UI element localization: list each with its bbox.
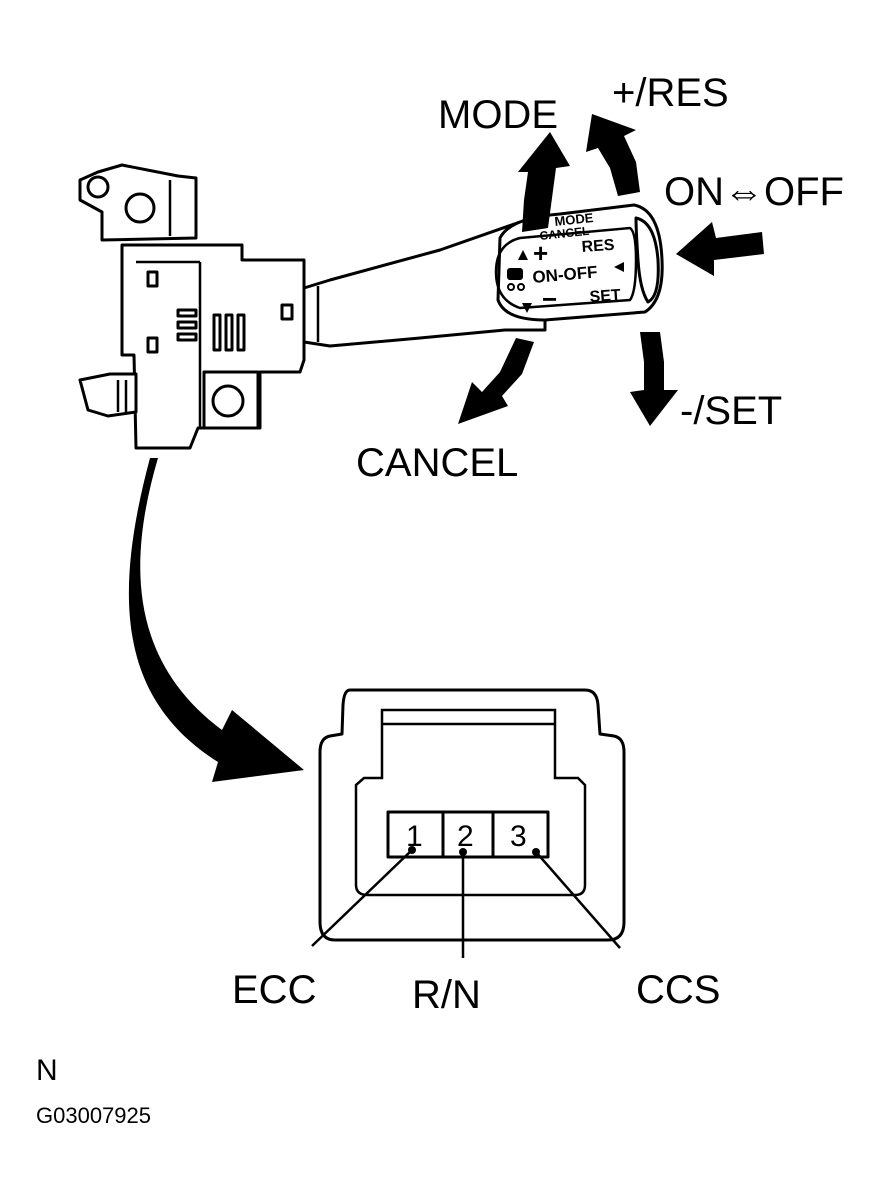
knob-set-text: SET bbox=[589, 287, 621, 306]
figure-code: G03007925 bbox=[36, 1103, 151, 1128]
knob-left-triangle-icon bbox=[614, 262, 624, 272]
footer-letter: N bbox=[36, 1054, 58, 1087]
res-label: +/RES bbox=[612, 71, 729, 115]
knob-down-triangle-icon bbox=[522, 303, 532, 313]
pin-2-label: 2 bbox=[457, 820, 474, 853]
knob-up-triangle-icon bbox=[518, 250, 528, 260]
knob-res-text: RES bbox=[581, 237, 615, 256]
lever-stalk bbox=[302, 220, 547, 348]
cruise-car-icon bbox=[507, 268, 525, 291]
res-arrow-icon bbox=[586, 114, 640, 196]
set-label: -/SET bbox=[680, 389, 782, 433]
lever-knob: MODE CANCEL + RES ON-OFF SET − bbox=[494, 203, 664, 322]
terminal-ccs-label: CCS bbox=[636, 968, 720, 1012]
terminal-ecc-label: ECC bbox=[232, 968, 316, 1012]
pin-2-cell bbox=[441, 810, 495, 859]
cancel-label: CANCEL bbox=[356, 441, 518, 485]
connector-pins: 1 2 3 bbox=[386, 810, 550, 859]
pin-1-label: 1 bbox=[406, 820, 423, 853]
connector-pointer-arrow-icon bbox=[128, 458, 304, 782]
set-arrow-icon bbox=[630, 332, 678, 426]
terminal-leader-lines bbox=[311, 846, 621, 958]
mode-arrow-icon bbox=[518, 132, 570, 232]
knob-minus-text: − bbox=[542, 284, 557, 314]
cancel-arrow-icon bbox=[458, 338, 534, 424]
on-off-label: ON⇔OFF bbox=[664, 170, 844, 214]
knob-plus-text: + bbox=[533, 238, 548, 268]
knob-cancel-text: CANCEL bbox=[539, 224, 590, 243]
terminal-rn-label: R/N bbox=[412, 973, 481, 1017]
knob-mode-text: MODE bbox=[554, 210, 595, 229]
mode-label: MODE bbox=[438, 93, 558, 137]
pin-3-label: 3 bbox=[510, 820, 527, 853]
on-off-arrow-icon bbox=[676, 222, 764, 276]
switch-body bbox=[78, 163, 306, 450]
